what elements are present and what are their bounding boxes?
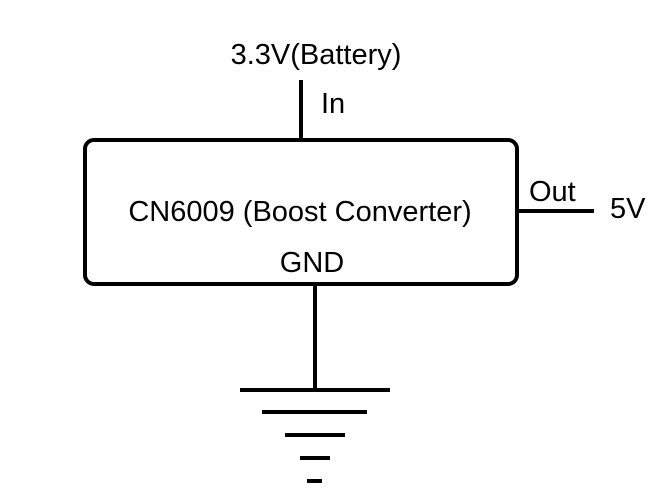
input-source-label: 3.3V(Battery) xyxy=(231,39,402,71)
input-pin-label: In xyxy=(321,88,345,120)
ground-symbol-icon xyxy=(240,388,390,483)
ground-pin-label: GND xyxy=(280,247,344,279)
converter-label: CN6009 (Boost Converter) xyxy=(128,196,471,228)
output-pin-label: Out xyxy=(529,176,576,208)
output-value-label: 5V xyxy=(610,193,646,225)
